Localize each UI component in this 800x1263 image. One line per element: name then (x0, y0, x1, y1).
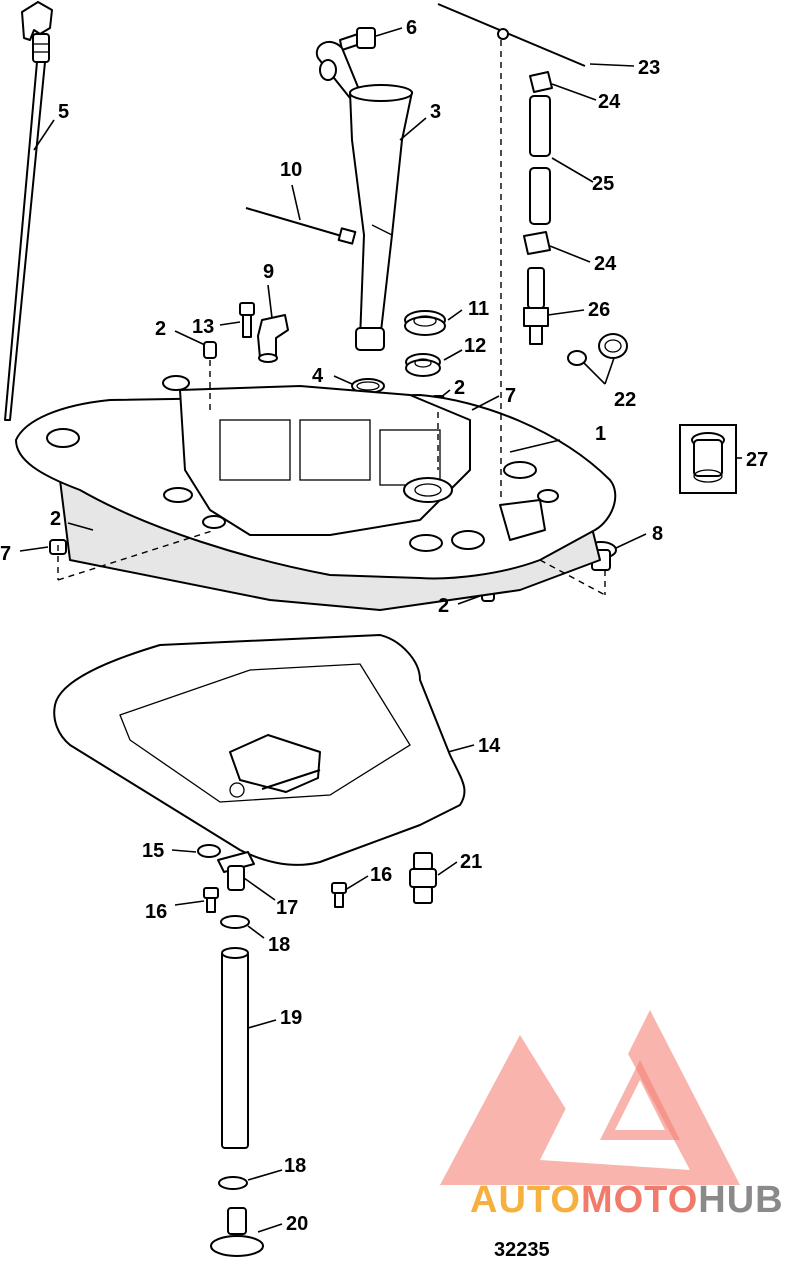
seals-part (351, 310, 446, 394)
adapter-plate-part (15, 375, 617, 611)
callout-7: 7 (505, 385, 516, 407)
dipstick-part (4, 1, 53, 421)
leader-lines (19, 27, 742, 1233)
callout-12: 12 (464, 335, 486, 357)
svg-text:AUTOMOTOHUB: AUTOMOTOHUB (470, 1179, 784, 1221)
cable-tie-part-23 (437, 3, 586, 67)
callout-13: 13 (192, 316, 214, 338)
watermark-moto: MOTO (581, 1179, 698, 1221)
callout-16: 16 (145, 901, 167, 923)
callout-8: 8 (652, 523, 663, 545)
callout-2: 2 (50, 508, 61, 530)
callout-2: 2 (155, 318, 166, 340)
callout-2: 2 (438, 595, 449, 617)
callout-19: 19 (280, 1007, 302, 1029)
callout-22: 22 (614, 389, 636, 411)
lower-parts (197, 844, 437, 1257)
watermark-hub: HUB (698, 1179, 783, 1221)
callout-2: 2 (454, 377, 465, 399)
callout-18: 18 (284, 1155, 306, 1177)
callout-23: 23 (638, 57, 660, 79)
callout-9: 9 (263, 261, 274, 283)
callout-14: 14 (478, 735, 501, 757)
callout-16: 16 (370, 864, 392, 886)
callout-17: 17 (276, 897, 298, 919)
elbow-fitting-part (257, 314, 289, 363)
alignment-lines (57, 40, 606, 596)
callout-11: 11 (468, 298, 489, 320)
screw-part-13 (239, 302, 255, 338)
callout-21: 21 (460, 851, 482, 873)
watermark-text: AUTOMOTOHUB (470, 1179, 784, 1221)
callout-labels: 1 2 2 2 2 3 4 5 6 7 7 8 9 10 11 12 13 14… (0, 17, 768, 1235)
callout-4: 4 (312, 365, 324, 387)
dipstick-tube-part (315, 41, 413, 351)
hose-assembly (523, 71, 553, 345)
watermark-logo (440, 1010, 740, 1185)
callout-26: 26 (588, 299, 610, 321)
callout-25: 25 (592, 173, 614, 195)
gasket-part (53, 634, 466, 866)
plug-part-22 (567, 333, 628, 366)
callout-20: 20 (286, 1213, 308, 1235)
part-27-detail-box (679, 424, 737, 494)
callout-7: 7 (0, 543, 11, 565)
bolt-part-6 (339, 27, 376, 51)
callout-1: 1 (595, 423, 606, 445)
callout-27: 27 (746, 449, 768, 471)
watermark-auto: AUTO (470, 1179, 581, 1221)
callout-15: 15 (142, 840, 164, 862)
callout-5: 5 (58, 101, 69, 123)
callout-10: 10 (280, 159, 302, 181)
figure-number: 32235 (494, 1239, 550, 1261)
cable-tie-part-10 (245, 207, 357, 245)
callout-3: 3 (430, 101, 441, 123)
callout-24: 24 (594, 253, 617, 275)
callout-24: 24 (598, 91, 621, 113)
callout-6: 6 (406, 17, 417, 39)
callout-18: 18 (268, 934, 290, 956)
